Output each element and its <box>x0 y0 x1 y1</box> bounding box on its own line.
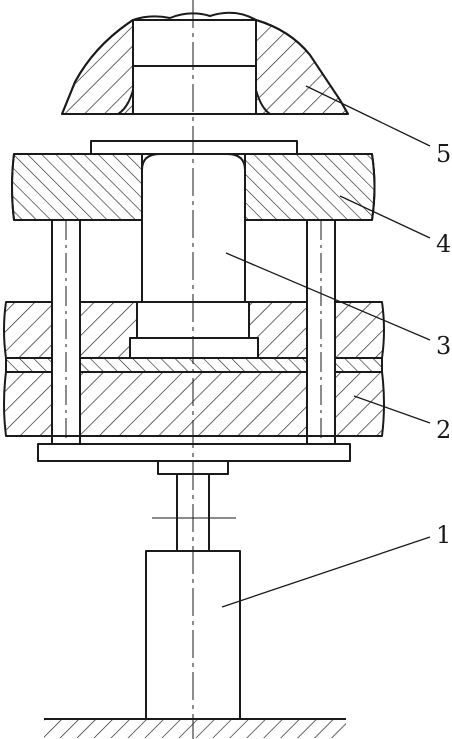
punch <box>129 153 259 359</box>
callout-1: 1 <box>436 521 452 549</box>
sheet-layer <box>5 357 383 373</box>
callout-5: 5 <box>436 140 452 168</box>
ground <box>44 718 346 738</box>
callout-2: 2 <box>436 416 452 444</box>
support-plate <box>37 443 351 462</box>
pressure-plate <box>90 140 298 155</box>
upper-ram <box>61 11 349 115</box>
lower-die-upper-layer <box>3 301 385 359</box>
right-guide-pillar <box>306 219 336 445</box>
leader-lines <box>221 85 431 608</box>
upper-die-block <box>11 153 376 221</box>
left-guide-pillar <box>51 219 81 445</box>
callout-4: 4 <box>436 230 452 258</box>
callout-3: 3 <box>436 332 452 360</box>
